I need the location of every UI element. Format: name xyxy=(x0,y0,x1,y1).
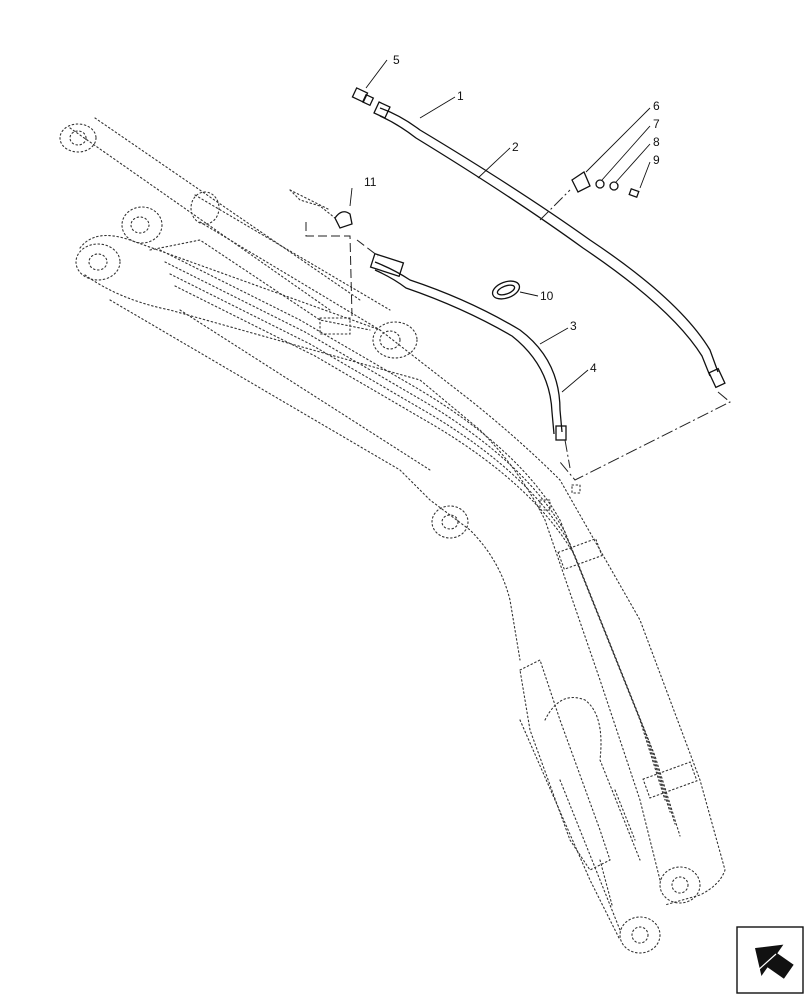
view-direction-arrow-icon xyxy=(736,926,804,994)
hose-upper-assembly xyxy=(373,101,726,389)
callout-3: 3 xyxy=(570,319,577,333)
grommet-10 xyxy=(491,280,521,300)
callout-7: 9 xyxy=(653,153,660,167)
callout-4: 4 xyxy=(590,361,597,375)
clamp-hardware-group xyxy=(571,171,640,199)
callout-1: 1 xyxy=(457,89,464,103)
callout-6: 6 xyxy=(653,99,660,113)
boom-arm-phantom xyxy=(59,117,726,954)
assembly-reference-lines xyxy=(305,189,731,481)
callout-8: 7 xyxy=(653,117,660,131)
hose-lower-assembly xyxy=(369,252,567,441)
bracket-11 xyxy=(289,189,353,229)
callout-leaders xyxy=(349,59,651,393)
callout-10: 10 xyxy=(540,289,554,303)
adapter-fitting-5 xyxy=(351,87,375,107)
callout-5: 5 xyxy=(393,53,400,67)
callout-9: 8 xyxy=(653,135,660,149)
callout-2: 2 xyxy=(512,140,519,154)
callout-11: 11 xyxy=(364,175,377,189)
